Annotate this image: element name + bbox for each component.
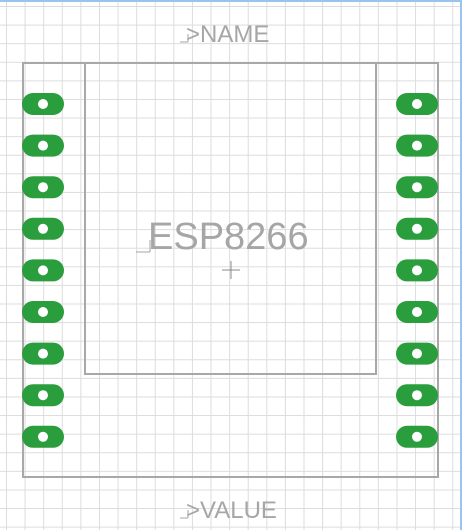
pad-hole	[412, 431, 422, 442]
canvas-top-border	[0, 0, 462, 2]
left-pad-9[interactable]	[22, 425, 64, 448]
right-pad-6[interactable]	[396, 301, 438, 323]
pad-hole	[412, 307, 422, 317]
value-label-group[interactable]: >VALUE	[180, 497, 277, 524]
left-pad-6[interactable]	[22, 301, 64, 323]
pad-hole	[38, 140, 48, 151]
left-pad-8[interactable]	[22, 384, 64, 407]
right-pad-2[interactable]	[396, 134, 438, 157]
right-pad-5[interactable]	[396, 259, 438, 282]
left-pad-1[interactable]	[22, 93, 64, 115]
part-label-group[interactable]: ESP8266	[136, 216, 309, 258]
name-label-group[interactable]: >NAME	[180, 21, 269, 48]
pad-hole	[38, 348, 48, 359]
right-pad-9[interactable]	[396, 425, 438, 448]
pad-hole	[38, 431, 48, 442]
value-label: >VALUE	[186, 497, 277, 524]
pad-hole	[38, 390, 48, 401]
left-pad-4[interactable]	[22, 217, 64, 240]
pad-hole	[38, 99, 48, 109]
name-label: >NAME	[186, 21, 269, 48]
right-pad-3[interactable]	[396, 176, 438, 199]
pad-hole	[412, 99, 422, 109]
left-pad-5[interactable]	[22, 259, 64, 282]
pad-hole	[412, 140, 422, 151]
canvas-right-border	[460, 0, 462, 530]
left-pad-7[interactable]	[22, 342, 64, 365]
pad-hole	[38, 182, 48, 193]
part-label: ESP8266	[148, 216, 309, 258]
pad-hole	[412, 348, 422, 359]
left-pad-2[interactable]	[22, 134, 64, 157]
pad-hole	[38, 265, 48, 276]
right-pad-8[interactable]	[396, 384, 438, 407]
left-pad-3[interactable]	[22, 176, 64, 199]
pad-hole	[38, 223, 48, 234]
right-pad-7[interactable]	[396, 342, 438, 365]
pad-hole	[412, 182, 422, 193]
pad-hole	[38, 307, 48, 317]
pad-hole	[412, 265, 422, 276]
shield-outline[interactable]	[84, 62, 377, 375]
left-pad-column	[22, 93, 64, 448]
right-pad-4[interactable]	[396, 217, 438, 240]
crosshair-icon	[222, 261, 240, 279]
pad-hole	[412, 390, 422, 401]
right-pad-column	[396, 93, 438, 448]
right-pad-1[interactable]	[396, 93, 438, 115]
pad-hole	[412, 223, 422, 234]
